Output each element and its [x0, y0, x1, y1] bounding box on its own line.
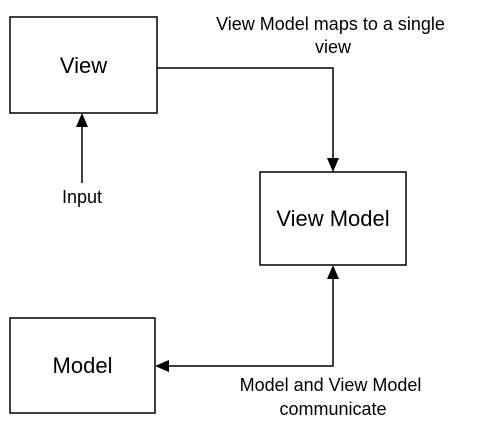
model-view-model-arrow [155, 265, 339, 372]
input-arrowhead [76, 113, 88, 127]
model-view-model-line [167, 277, 334, 367]
input-label: Input [62, 187, 102, 207]
view-node: View [9, 16, 158, 114]
view-model-note-line-2: view [315, 37, 352, 57]
view-label: View [60, 53, 107, 78]
view-model-node: View Model [259, 171, 407, 266]
view-to-view-model-line [157, 67, 334, 160]
model-arrowhead [155, 360, 169, 372]
view-model-note-line-1: View Model maps to a single [216, 14, 445, 34]
model-view-model-note-line-1: Model and View Model [240, 375, 422, 395]
model-view-model-note-line-2: communicate [279, 399, 386, 419]
model-node: Model [9, 317, 156, 414]
model-view-model-note: Model and View Model communicate [240, 375, 427, 419]
view-to-view-model-arrow [157, 67, 339, 172]
view-box [9, 16, 158, 114]
view-model-label: View Model [276, 206, 389, 231]
input-arrow [76, 113, 88, 183]
view-model-box [259, 171, 407, 266]
model-box [9, 317, 156, 414]
view-model-note: View Model maps to a single view [216, 14, 450, 57]
model-label: Model [53, 353, 113, 378]
view-model-bottom-arrowhead [327, 265, 339, 279]
view-model-arrowhead [327, 158, 339, 172]
